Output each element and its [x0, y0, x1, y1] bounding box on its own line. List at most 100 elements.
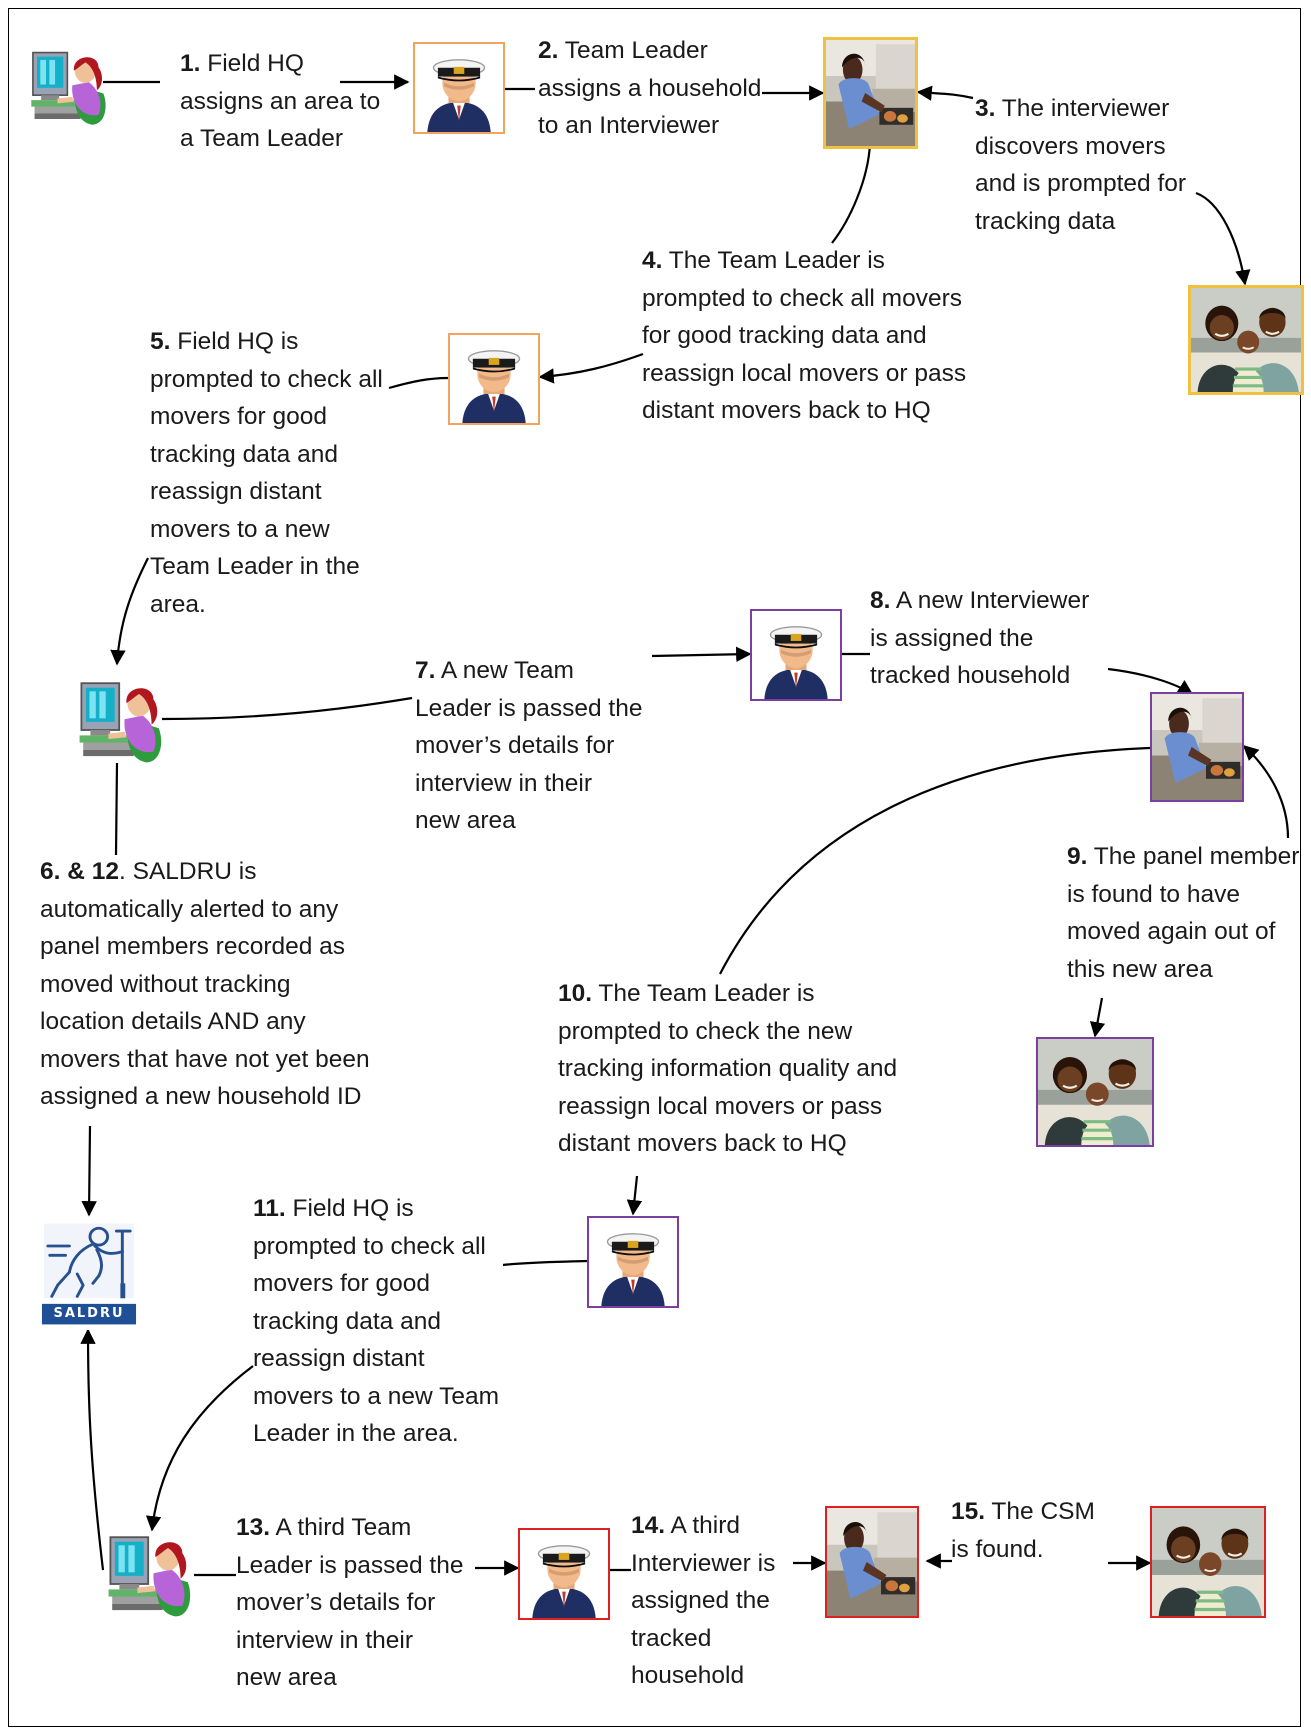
- step-line: Leader in the area.: [253, 1420, 459, 1447]
- step-line: 11. Field HQ is: [253, 1190, 499, 1228]
- step-line: movers to a new Team: [253, 1382, 500, 1410]
- step-line: tracking data: [975, 207, 1116, 235]
- step-line: 4. The Team Leader is: [642, 242, 966, 280]
- step-line: 7. A new Team: [415, 652, 642, 690]
- step-line: Team Leader in the: [150, 553, 360, 580]
- step-line: tracking data and: [253, 1307, 441, 1335]
- step-line: 1. Field HQ: [180, 45, 380, 83]
- step-line: prompted to check all movers: [642, 284, 962, 312]
- step-line-text: Team Leader: [558, 37, 708, 64]
- step-line: prompted to check all: [253, 1232, 486, 1260]
- step-line: is assigned the: [870, 624, 1034, 652]
- interviewer-photo-icon: [1150, 692, 1244, 802]
- step-line: mover’s details for: [236, 1589, 436, 1616]
- step-line: automatically alerted to any: [40, 895, 339, 923]
- step-line: prompted to check the new: [558, 1017, 853, 1045]
- step-number: 1.: [180, 50, 201, 77]
- step-line: this new area: [1067, 955, 1213, 983]
- step-number: 14.: [631, 1512, 666, 1539]
- step-line-text: A third Team: [270, 1514, 412, 1541]
- step-line: interview in their: [236, 1626, 414, 1654]
- step-line: reassign local movers or pass: [642, 359, 967, 387]
- step-line-text: Field HQ is: [170, 328, 299, 355]
- step-line-text: . SALDRU is: [119, 858, 257, 885]
- step-line: distant movers back to HQ: [558, 1130, 847, 1157]
- step-number: 2.: [538, 37, 559, 64]
- step-number: 9.: [1067, 843, 1088, 870]
- step-line: 15. The CSM: [951, 1493, 1095, 1531]
- step-line-text: The interviewer: [995, 95, 1170, 122]
- step-line-text: A third: [665, 1512, 740, 1539]
- step-number: 15.: [951, 1498, 986, 1525]
- step-1-text: 1. Field HQ assigns an area to a Team Lead…: [180, 45, 380, 158]
- step-line: reassign distant: [150, 478, 322, 505]
- step-line: is found.: [951, 1535, 1044, 1563]
- step-line: interview in their: [415, 769, 593, 797]
- step-6-12-text: 6. & 12. SALDRU is automatically alerted …: [40, 853, 370, 1116]
- step-number: 13.: [236, 1514, 271, 1541]
- step-line: location details AND any: [40, 1008, 306, 1035]
- step-line: household: [631, 1662, 745, 1689]
- field-hq-icon: [76, 676, 166, 766]
- step-line: reassign distant: [253, 1345, 425, 1372]
- step-line: movers for good: [150, 403, 328, 430]
- step-line-text: The Team Leader is: [592, 980, 815, 1007]
- step-number: 8.: [870, 587, 891, 614]
- step-line: tracking data and: [150, 440, 338, 468]
- step-line: and is prompted for: [975, 170, 1187, 197]
- step-line: prompted to check all: [150, 365, 383, 393]
- step-line: tracked: [631, 1624, 712, 1652]
- team-leader-icon: [448, 333, 540, 425]
- step-line: new area: [415, 807, 516, 834]
- step-line: 3. The interviewer: [975, 90, 1186, 128]
- step-line: 10. The Team Leader is: [558, 975, 897, 1013]
- household-photo-icon: [1188, 285, 1304, 395]
- field-hq-icon: [105, 1530, 195, 1620]
- step-number: 6. & 12: [40, 858, 119, 885]
- step-line: is found to have: [1067, 880, 1240, 908]
- step-number: 4.: [642, 247, 663, 274]
- diagram-frame: [8, 8, 1301, 1727]
- step-line: Leader is passed the: [415, 694, 643, 722]
- step-line: assigns an area to: [180, 87, 381, 115]
- saldru-logo-text: SALDRU: [53, 1306, 125, 1321]
- step-line: 14. A third: [631, 1507, 775, 1545]
- step-15-text: 15. The CSM is found.: [951, 1493, 1095, 1568]
- field-hq-icon: [28, 42, 110, 132]
- step-line-text: The CSM: [985, 1498, 1095, 1525]
- step-line: tracked household: [870, 662, 1071, 689]
- step-line: movers for good: [253, 1270, 431, 1297]
- step-line: tracking information quality and: [558, 1055, 898, 1082]
- step-line-text: Field HQ: [200, 50, 304, 77]
- step-number: 3.: [975, 95, 996, 122]
- step-line: assigned the: [631, 1587, 770, 1614]
- step-line-text: The Team Leader is: [662, 247, 885, 274]
- step-line: 2. Team Leader: [538, 32, 761, 70]
- step-4-text: 4. The Team Leader is prompted to check a…: [642, 242, 966, 430]
- household-photo-icon: [1150, 1506, 1266, 1618]
- step-line: moved without tracking: [40, 970, 291, 998]
- household-photo-icon: [1036, 1037, 1154, 1147]
- step-line: assigned a new household ID: [40, 1083, 362, 1110]
- step-line: a Team Leader: [180, 125, 343, 152]
- interviewer-photo-icon: [823, 37, 918, 149]
- team-leader-icon: [413, 42, 505, 134]
- step-line: Leader is passed the: [236, 1551, 464, 1579]
- step-line: panel members recorded as: [40, 933, 346, 960]
- step-line-text: A new Interviewer: [890, 587, 1090, 614]
- step-10-text: 10. The Team Leader is prompted to check …: [558, 975, 897, 1163]
- step-line: for good tracking data and: [642, 322, 927, 349]
- step-8-text: 8. A new Interviewer is assigned the track…: [870, 582, 1089, 695]
- step-line: 13. A third Team: [236, 1509, 463, 1547]
- saldru-logo: SALDRU: [40, 1218, 138, 1330]
- interviewer-photo-icon: [825, 1506, 919, 1618]
- step-line: new area: [236, 1664, 337, 1691]
- step-line: distant movers back to HQ: [642, 397, 931, 424]
- step-line: movers to a new: [150, 515, 330, 543]
